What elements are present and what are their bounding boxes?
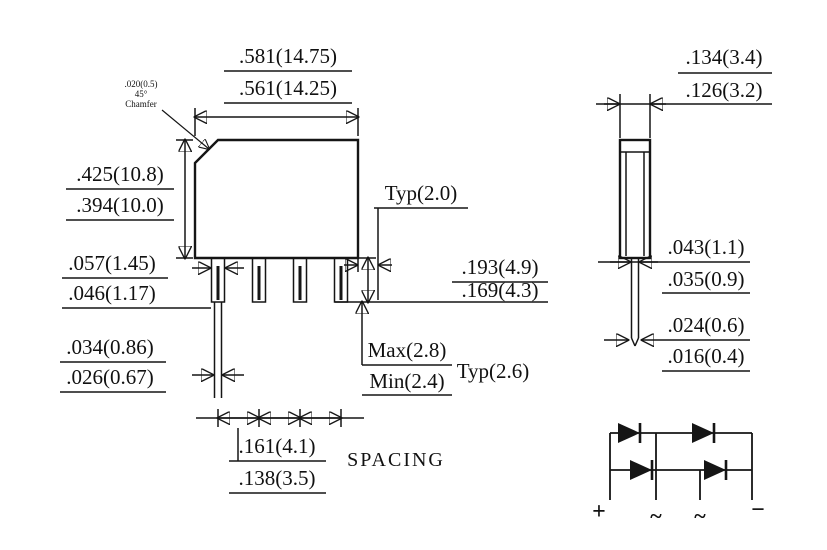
front-view: .020(0.5) 45° Chamfer .581(14.75) .561(1… [60,44,548,494]
chamfer-note-line3: Chamfer [125,99,157,109]
terminal-ac1-label: ~ [650,503,662,528]
diode-symbol [630,460,654,480]
dim-pin-length-min: .169(4.3) [462,278,539,302]
terminal-plus-label: + [592,499,606,525]
dim-typ-2-0: Typ(2.0) [385,181,458,205]
dim-thickness-max: .134(3.4) [686,45,763,69]
dim-lead-spacing-max: .161(4.1) [239,434,316,458]
bridge-rectifier-schematic: + ~ ~ − [592,423,765,528]
spacing-caption: SPACING [347,449,445,471]
dim-pin-tip-thickness-min: .016(0.4) [668,344,745,368]
dim-typ-2-6: Typ(2.6) [457,359,530,383]
dim-top-width-max: .581(14.75) [239,44,337,68]
dim-standoff-min: Min(2.4) [369,369,444,393]
chamfer-leader-line [161,109,209,149]
dim-pin-width-max: .057(1.45) [68,251,156,275]
chamfer-note-line2: 45° [135,89,148,99]
diode-symbol [692,423,716,443]
dim-pin-length-max: .193(4.9) [462,255,539,279]
dim-pin-tip-width-min: .026(0.67) [66,365,154,389]
dim-body-height-min: .394(10.0) [76,193,164,217]
dim-pin-width-min: .046(1.17) [68,281,156,305]
dim-lead-spacing-min: .138(3.5) [239,466,316,490]
dim-pin-tip-width-max: .034(0.86) [66,335,154,359]
side-pin [630,258,640,347]
dim-body-height-max: .425(10.8) [76,162,164,186]
dim-thickness-min: .126(3.2) [686,78,763,102]
terminal-minus-label: − [751,497,765,523]
dim-top-width-min: .561(14.25) [239,76,337,100]
dim-pin-tip-thickness-max: .024(0.6) [668,313,745,337]
chamfer-note-line1: .020(0.5) [125,79,158,89]
package-side-outline [618,138,652,260]
diode-symbol [618,423,642,443]
package-pins [210,257,349,398]
package-body-outline [193,138,360,260]
dim-pin-thickness-min: .035(0.9) [668,267,745,291]
spacing-dimension [196,409,364,461]
side-view: .134(3.4) .126(3.2) .043(1.1) .035(0.9) … [596,45,772,372]
diode-symbol [704,460,728,480]
terminal-ac2-label: ~ [694,503,706,528]
dim-pin-thickness-max: .043(1.1) [668,235,745,259]
dim-standoff-max: Max(2.8) [368,338,447,362]
